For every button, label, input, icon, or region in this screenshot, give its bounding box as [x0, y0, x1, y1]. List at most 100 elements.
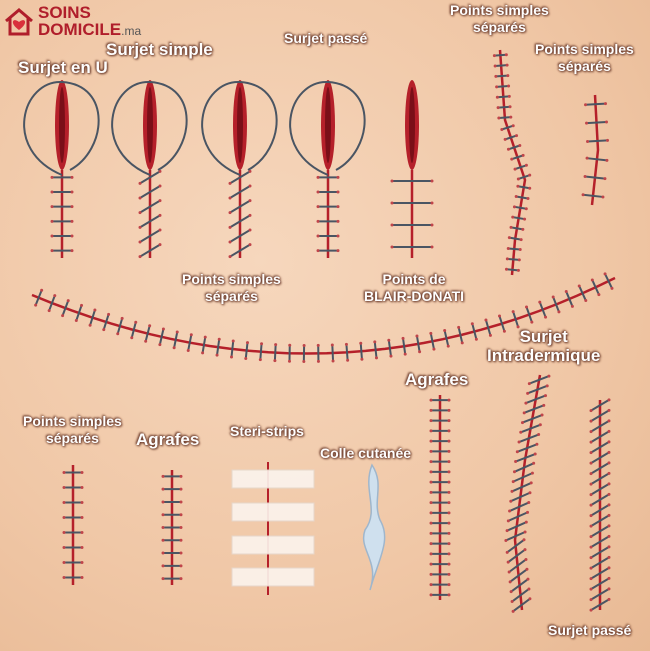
- intradermique-puncture: [535, 442, 539, 446]
- top-suture-2-stitch: [229, 170, 251, 185]
- top-points-stitch: [504, 134, 518, 141]
- long-arc-puncture: [346, 358, 350, 362]
- long-arc-puncture: [47, 309, 51, 313]
- agrafes-right-puncture: [447, 429, 451, 433]
- long-arc-stitch: [538, 301, 547, 319]
- bottom-points-puncture: [80, 471, 84, 474]
- top-points-puncture: [516, 268, 520, 272]
- top-points-puncture: [510, 157, 514, 161]
- top-suture-2-stitch: [229, 199, 251, 214]
- top-suture-3-puncture: [316, 249, 320, 253]
- open-wound-depth: [409, 87, 415, 163]
- bottom-agrafes-puncture: [179, 551, 183, 555]
- long-arc-puncture: [401, 336, 405, 340]
- label-line: séparés: [557, 58, 611, 74]
- long-arc-puncture: [40, 288, 44, 292]
- bottom-agrafes-puncture: [179, 577, 183, 581]
- top-points-puncture: [519, 238, 523, 242]
- top-points-stitch: [513, 205, 528, 210]
- long-arc-puncture: [273, 359, 277, 363]
- agrafes-right-puncture: [447, 470, 451, 474]
- top-suture-0-puncture: [70, 249, 74, 253]
- top-points-puncture: [524, 163, 528, 167]
- steri-strip: [231, 535, 315, 555]
- top-suture-4-puncture: [430, 223, 434, 227]
- label-surjet-en-u: Surjet en U: [18, 58, 108, 77]
- bottom-points-puncture: [62, 471, 66, 474]
- long-arc-puncture: [511, 310, 515, 314]
- agrafes-right-puncture: [447, 460, 451, 464]
- top-suture-3-puncture: [316, 190, 320, 194]
- top-suture-4-puncture: [390, 223, 394, 227]
- top-suture-2-puncture: [248, 184, 252, 188]
- intradermique-puncture: [532, 461, 536, 465]
- top-points-puncture: [506, 74, 510, 78]
- long-arc-puncture: [158, 343, 162, 347]
- intradermique-stitch: [508, 501, 530, 513]
- intradermique-stitch: [528, 375, 550, 385]
- intradermique-stitch: [506, 521, 528, 532]
- surjet-passe-puncture: [607, 398, 611, 402]
- intradermique-stitch: [506, 538, 526, 554]
- long-arc-puncture: [88, 323, 92, 327]
- steri-strip: [231, 469, 315, 489]
- top-points-puncture: [528, 173, 532, 177]
- top-suture-2-puncture: [228, 240, 232, 244]
- long-arc-stitch: [244, 341, 249, 360]
- top-suture-3-puncture: [336, 249, 340, 253]
- top-points-puncture: [500, 128, 504, 132]
- long-arc-puncture: [102, 328, 106, 332]
- top-points-puncture: [511, 215, 515, 219]
- top-suture-0-puncture: [50, 234, 54, 238]
- right-points-puncture: [604, 120, 608, 124]
- long-arc-stitch: [61, 299, 70, 317]
- long-arc-puncture: [80, 303, 84, 307]
- intradermique-stitch: [526, 384, 549, 395]
- surjet-passe-puncture: [607, 503, 611, 507]
- top-points-puncture: [524, 207, 528, 211]
- long-arc-puncture: [230, 355, 234, 359]
- top-suture-2-puncture: [228, 181, 232, 185]
- right-points-puncture: [603, 102, 607, 106]
- long-arc-stitch: [552, 295, 560, 313]
- label-line: Points simples: [535, 41, 634, 57]
- agrafes-right-puncture: [447, 501, 451, 505]
- surjet-passe-puncture: [607, 450, 611, 454]
- top-points-puncture: [504, 267, 508, 271]
- steri-strip: [231, 502, 315, 522]
- top-suture-3-puncture: [336, 175, 340, 179]
- long-arc-puncture: [603, 272, 607, 276]
- long-arc-puncture: [557, 310, 561, 314]
- top-suture-0-puncture: [70, 205, 74, 209]
- intradermique-puncture: [545, 384, 549, 388]
- bottom-agrafes-puncture: [161, 487, 165, 491]
- top-points-stitch: [496, 95, 511, 99]
- long-arc-puncture: [415, 334, 419, 338]
- long-arc-stitch: [230, 340, 235, 358]
- intradermique-puncture: [538, 423, 542, 427]
- bottom-agrafes-puncture: [161, 551, 165, 555]
- long-arc-puncture: [577, 284, 581, 288]
- top-suture-4-puncture: [390, 245, 394, 249]
- long-arc-stitch: [75, 304, 83, 322]
- needle-thread: [23, 80, 100, 176]
- intradermique-puncture: [514, 460, 518, 464]
- surjet-passe-puncture: [607, 534, 611, 538]
- intradermique-puncture: [505, 529, 509, 533]
- top-suture-2-puncture: [248, 199, 252, 203]
- long-arc-puncture: [359, 341, 363, 345]
- intradermique-puncture: [528, 491, 532, 495]
- agrafes-right-puncture: [447, 490, 451, 494]
- long-arc-puncture: [288, 343, 292, 347]
- top-suture-4-puncture: [430, 245, 434, 249]
- right-points-stitch: [582, 193, 604, 198]
- top-suture-4-puncture: [390, 201, 394, 205]
- surjet-passe-puncture: [589, 493, 593, 497]
- long-arc-puncture: [389, 354, 393, 358]
- top-points-puncture: [516, 184, 520, 188]
- top-points-stitch: [494, 64, 509, 68]
- top-suture-1-puncture: [138, 240, 142, 244]
- intradermique-stitch: [519, 423, 542, 434]
- long-arc-puncture: [446, 344, 450, 348]
